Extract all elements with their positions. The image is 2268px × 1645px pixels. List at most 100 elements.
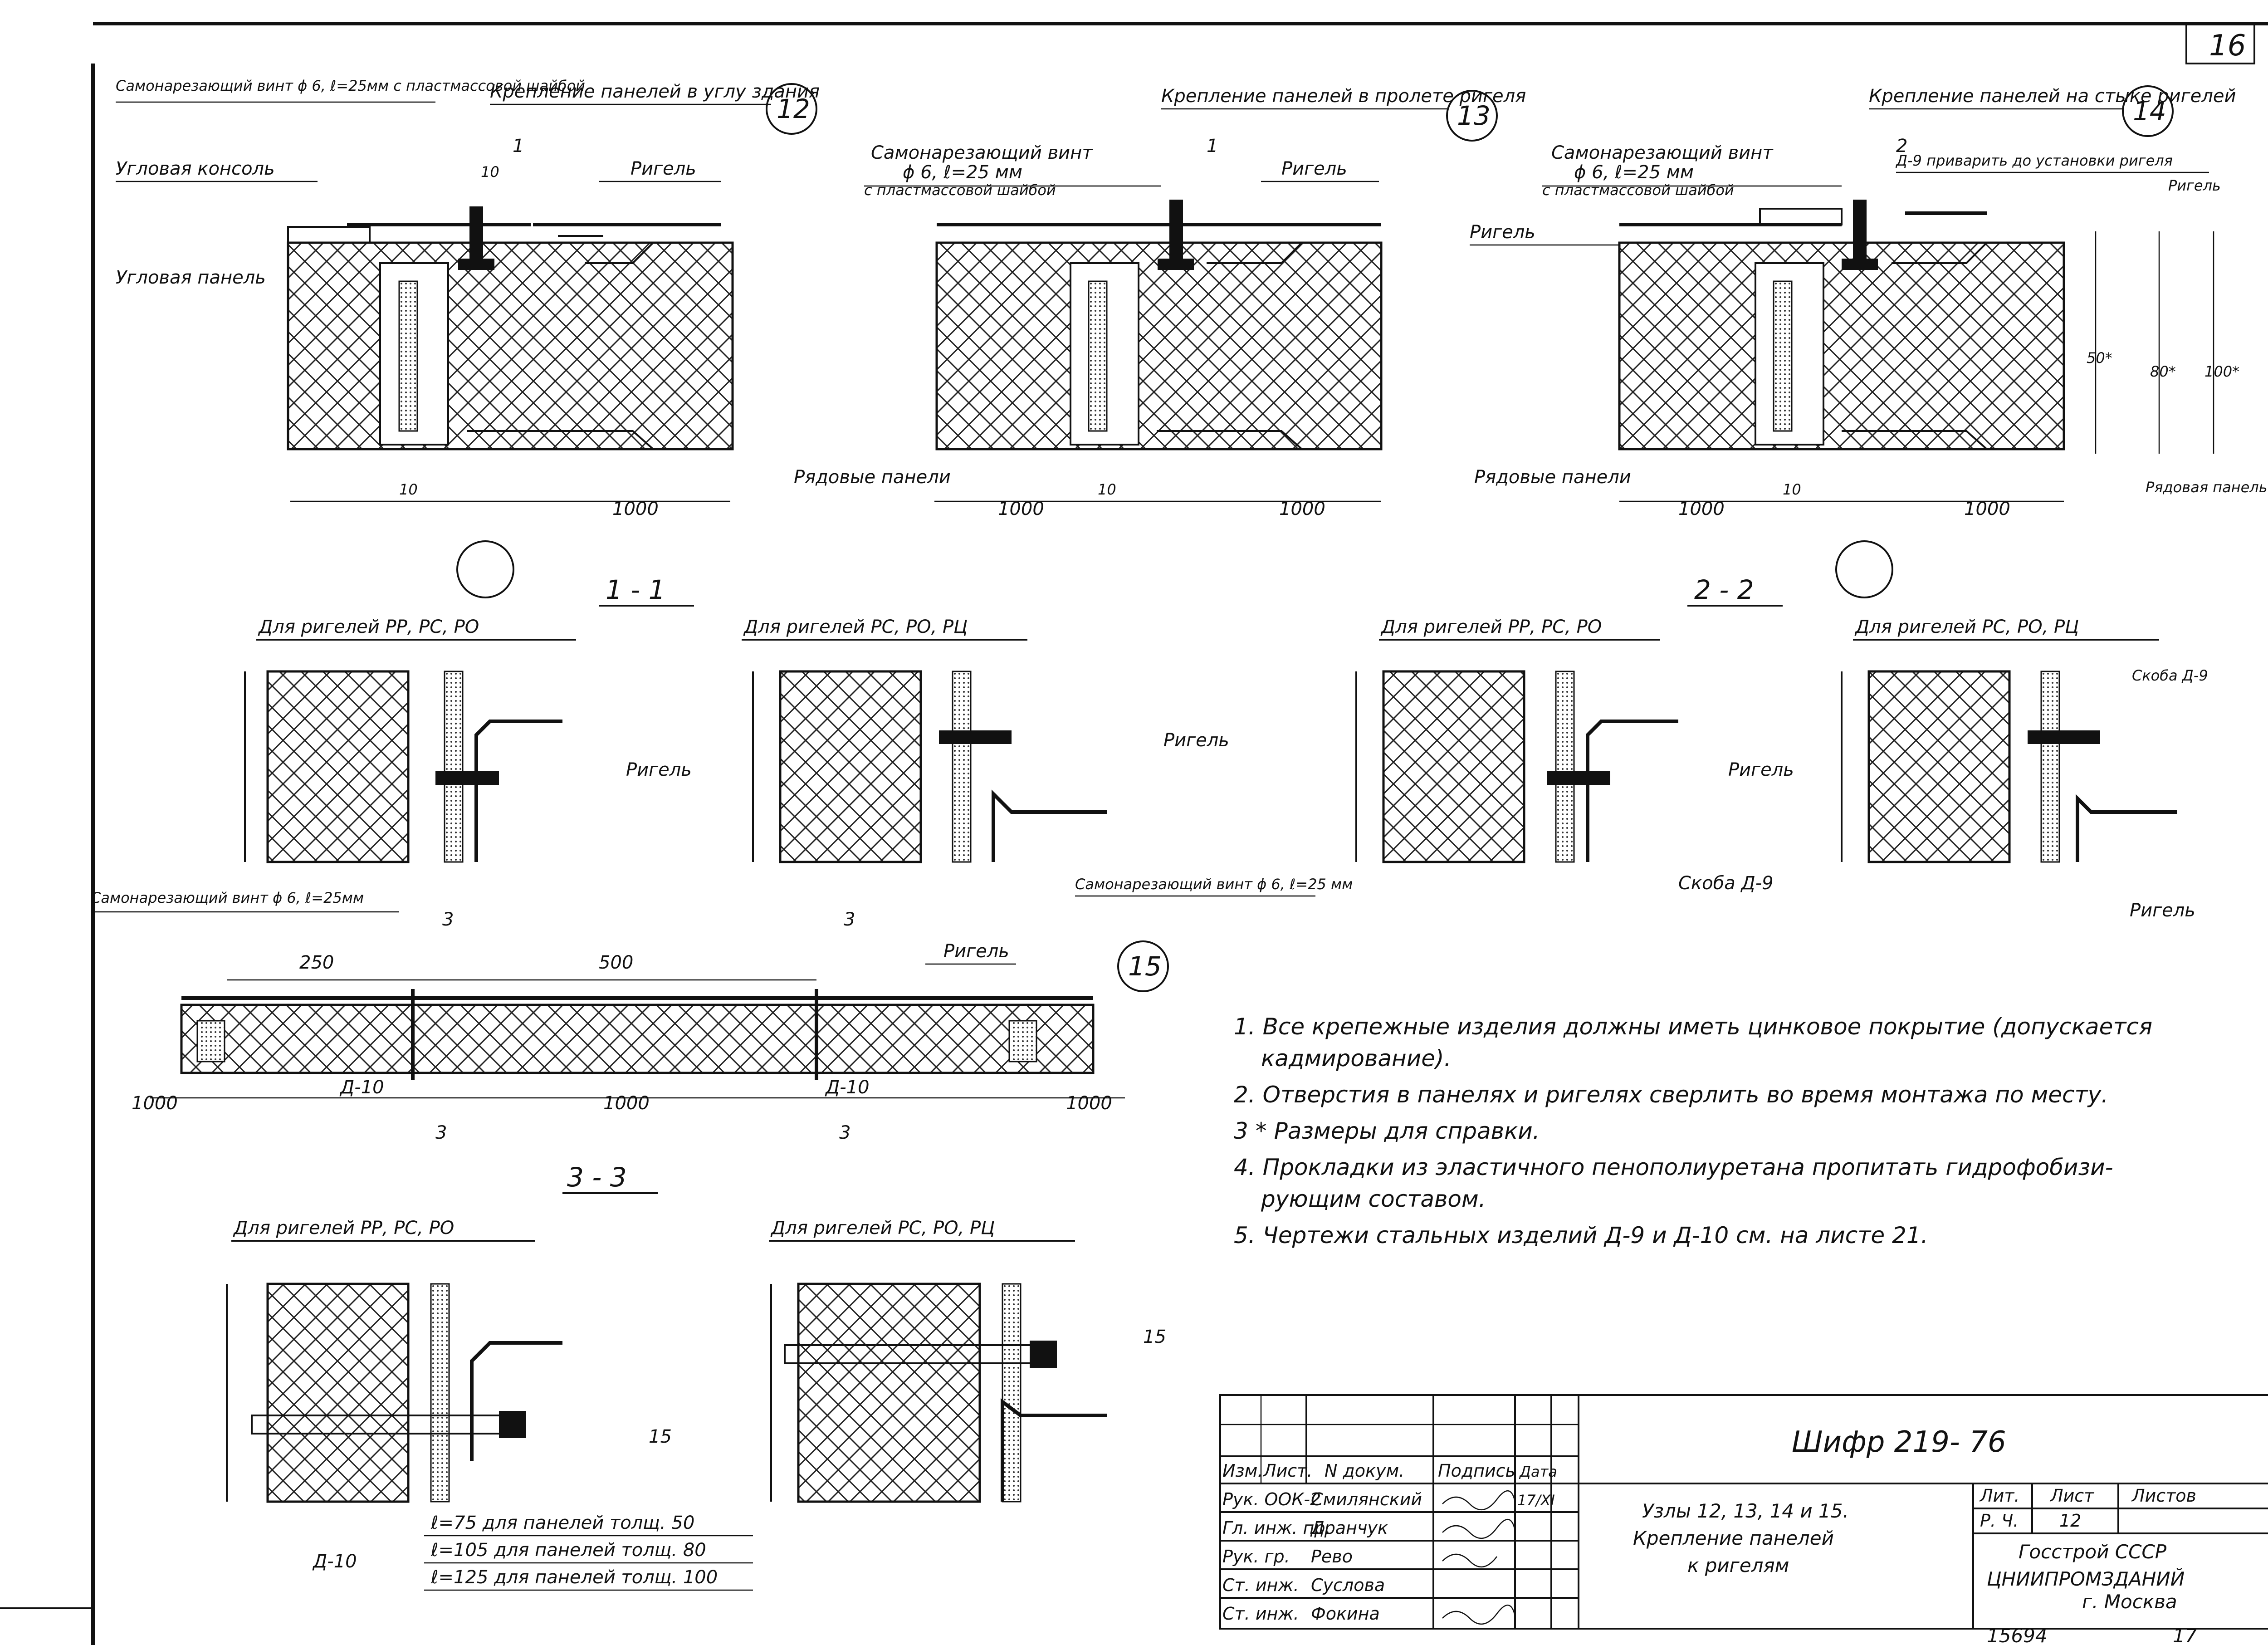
sheet-number: 16 (2209, 29, 2246, 63)
dim-1000-n15-left: 1000 (132, 1093, 178, 1114)
rigel-label-2-2-a: Ригель (1728, 759, 1794, 780)
corner-panel-label: Угловая панель (116, 267, 266, 288)
screw-label-n13-1: Самонарезающий винт (871, 142, 1093, 163)
tb-role-2: Гл. инж. пр. (1222, 1518, 1331, 1538)
row-panels-label-right: Рядовые панели (1474, 467, 1631, 488)
skoba-d9-label-a: Скоба Д-9 (1678, 873, 1774, 894)
tb-role-1: Рук. ООК-2 (1222, 1489, 1321, 1509)
dim-1000-n13-left: 1000 (998, 499, 1044, 519)
node-14-number: 14 (2133, 96, 2166, 127)
tb-title-2: Крепление панелей (1633, 1527, 1834, 1549)
dim-15-3-3-b: 15 (1143, 1327, 1166, 1347)
title-block (1219, 1394, 2268, 1630)
cut-2-n14: 2 (1896, 136, 1907, 157)
tb-lit-value: Р. Ч. (1980, 1511, 2019, 1531)
node-13-title: Крепление панелей в пролете ригеля (1161, 86, 1526, 107)
node-14-section-marker (1835, 540, 1893, 598)
dim-15-3-3-a: 15 (649, 1426, 672, 1447)
dim-100: 100* (2204, 363, 2239, 380)
row-panel-label: Рядовая панель (2146, 479, 2268, 496)
node-12-drawing (287, 206, 734, 450)
note-line-4: 3 * Размеры для справки. (1234, 1118, 1540, 1144)
dim-10-n14: 10 (1783, 481, 1801, 498)
tb-name-1: Смилянский (1311, 1489, 1422, 1509)
section-3-3-a-drawing (226, 1283, 562, 1503)
dim-50: 50* (2087, 349, 2112, 367)
screw-label-n14-1: Самонарезающий винт (1551, 142, 1774, 163)
section-3-3-title: 3 - 3 (567, 1162, 627, 1193)
section-2-2-b-caption: Для ригелей РС, РО, РЦ (1854, 617, 2079, 637)
dim-10-n13: 10 (1098, 481, 1116, 498)
note-line-5: 4. Прокладки из эластичного пенополиурет… (1234, 1154, 2113, 1180)
node-14-title: Крепление панелей на стыке ригелей (1869, 86, 2236, 107)
dim-1000-n14-right: 1000 (1964, 499, 2010, 519)
screw-label-n12: Самонарезающий винт ϕ 6, ℓ=25мм с пластм… (116, 77, 585, 94)
corner-console-label: Угловая консоль (116, 158, 275, 179)
node-12-number: 12 (777, 93, 810, 124)
note-line-7: 5. Чертежи стальных изделий Д-9 и Д-10 с… (1234, 1222, 1928, 1248)
archive-page: 17 (2173, 1625, 2197, 1645)
cut-1-n13: 1 (1207, 136, 1218, 157)
tb-role-3: Рук. гр. (1222, 1547, 1290, 1567)
tb-role-5: Ст. инж. (1222, 1604, 1299, 1624)
screw-label-n13-3: с пластмассовой шайбой (864, 181, 1056, 199)
dim-250: 250 (299, 952, 334, 973)
node-14-marker (2122, 85, 2174, 137)
dim-10-n12: 10 (481, 163, 499, 181)
node-12-section-marker (456, 540, 514, 598)
tb-head-doc: N докум. (1325, 1461, 1404, 1481)
rigel-label-n14-right: Ригель (2168, 177, 2221, 194)
tb-org-1: Госстрой СССР (2019, 1541, 2167, 1563)
tb-head-list: Лист. (1262, 1461, 1312, 1481)
dim-80: 80* (2150, 363, 2176, 380)
cut-1-n12: 1 (513, 136, 524, 157)
tb-list-value: 12 (2059, 1511, 2081, 1531)
d9-weld-label: Д-9 приварить до установки ригеля (1895, 152, 2173, 169)
rigel-label-1-1-a: Ригель (626, 759, 692, 780)
node-15-drawing (150, 979, 1125, 1099)
cut-3-bottom-right: 3 (839, 1122, 850, 1143)
note-line-1: 1. Все крепежные изделия должны иметь ци… (1234, 1013, 2152, 1040)
section-3-3-b-drawing (770, 1283, 1107, 1503)
tb-head-date: Дата (1519, 1463, 1557, 1480)
node-13-marker (1446, 90, 1498, 142)
signatures (1442, 1490, 1516, 1625)
tb-code: Шифр 219- 76 (1792, 1425, 2006, 1459)
section-1-1-b-caption: Для ригелей РС, РО, РЦ (743, 617, 968, 637)
node-13-number: 13 (1457, 100, 1491, 131)
section-1-1-a-drawing (244, 670, 562, 863)
dim-1000-n15-mid: 1000 (603, 1093, 650, 1114)
node-12-marker (766, 83, 817, 135)
dim-1000-n13-right: 1000 (1279, 499, 1325, 519)
section-1-1-a-caption: Для ригелей РР, РС, РО (258, 617, 479, 637)
section-1-1-title: 1 - 1 (606, 574, 665, 605)
dim-500: 500 (599, 952, 633, 973)
tb-listov-label: Листов (2131, 1486, 2196, 1506)
tb-lit-label: Лит. (1979, 1486, 2020, 1506)
d10-label-left: Д-10 (339, 1077, 384, 1098)
node-12-title: Крепление панелей в углу здания (490, 81, 820, 102)
tb-list-label: Лист (2049, 1486, 2095, 1506)
cut-3-top-right: 3 (844, 909, 855, 930)
cut-3-bottom-left: 3 (435, 1122, 447, 1143)
dim-10-n12-bottom: 10 (399, 481, 418, 498)
screw-label-n15-right: Самонарезающий винт ϕ 6, ℓ=25 мм (1075, 876, 1353, 893)
bolt-length-105: ℓ=105 для панелей толщ. 80 (430, 1540, 706, 1561)
rigel-label-2-2-b: Ригель (2130, 900, 2195, 921)
bolt-length-75: ℓ=75 для панелей толщ. 50 (430, 1513, 694, 1533)
tb-head-sign: Подпись (1438, 1461, 1515, 1481)
section-3-3-a-caption: Для ригелей РР, РС, РО (233, 1218, 454, 1239)
tb-name-3: Рево (1311, 1547, 1353, 1567)
section-2-2-a-caption: Для ригелей РР, РС, РО (1380, 617, 1602, 637)
section-1-1-b-drawing (752, 670, 1107, 863)
note-line-6: рующим составом. (1261, 1186, 1486, 1212)
row-panels-label-left: Рядовые панели (794, 467, 951, 488)
node-15-number: 15 (1128, 951, 1162, 982)
sheet-frame: 16 (0, 22, 2268, 1645)
tb-name-4: Суслова (1311, 1575, 1385, 1595)
tb-name-5: Фокина (1311, 1604, 1380, 1624)
screw-label-n15-left: Самонарезающий винт ϕ 6, ℓ=25мм (91, 889, 364, 906)
rigel-label-n12: Ригель (631, 158, 696, 179)
section-3-3-b-caption: Для ригелей РС, РО, РЦ (770, 1218, 995, 1239)
